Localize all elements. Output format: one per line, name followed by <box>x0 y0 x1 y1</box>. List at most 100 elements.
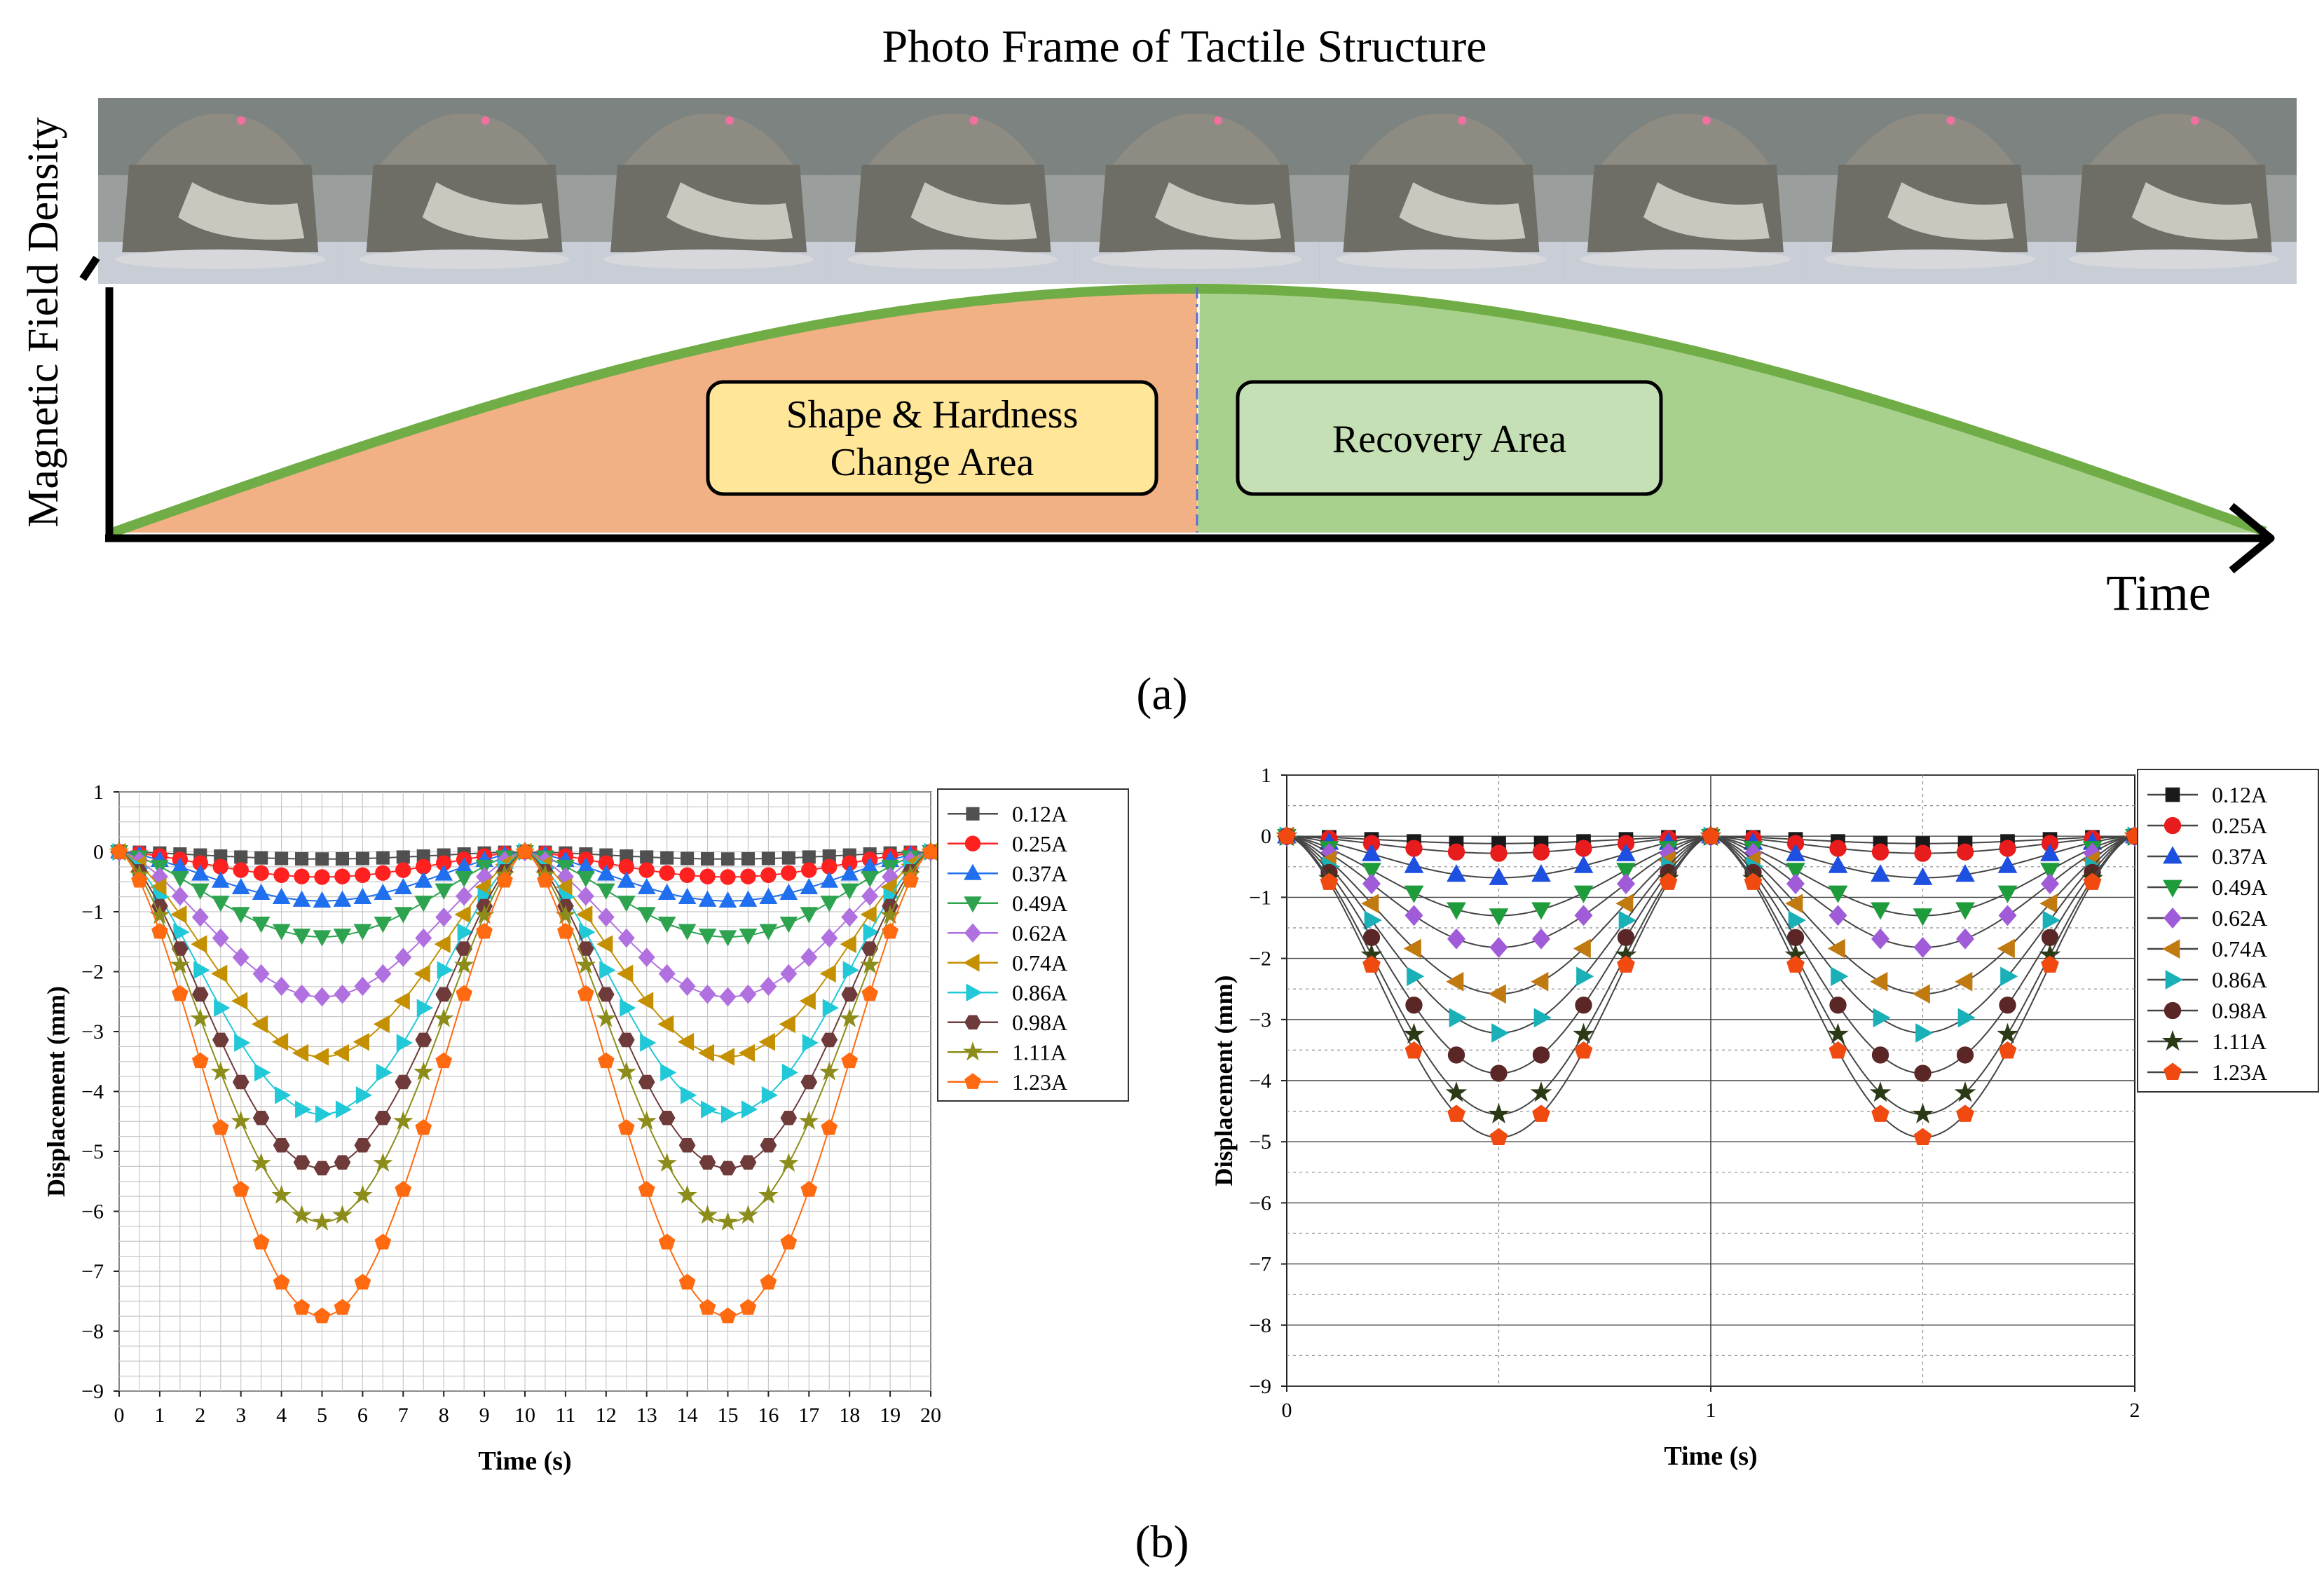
data-point <box>1574 905 1593 926</box>
data-point <box>1447 1104 1465 1122</box>
data-point <box>1489 936 1508 958</box>
data-point <box>799 992 816 1011</box>
x-tick-label: 18 <box>839 1404 860 1427</box>
data-point <box>640 850 654 864</box>
data-point <box>1532 843 1550 861</box>
x-tick-label: 15 <box>718 1404 739 1427</box>
data-point <box>333 890 352 907</box>
data-point <box>577 941 594 956</box>
data-point <box>740 868 756 884</box>
data-point <box>1488 1102 1510 1123</box>
data-point <box>1912 984 1930 1004</box>
data-point <box>210 1061 231 1081</box>
data-point <box>678 1137 696 1153</box>
data-point <box>193 961 210 980</box>
data-point <box>839 1008 860 1027</box>
data-point <box>1488 984 1506 1004</box>
data-point <box>1574 1041 1593 1059</box>
data-point <box>332 1205 353 1224</box>
data-point <box>780 964 798 984</box>
data-point <box>1998 905 2017 926</box>
data-point <box>800 1181 818 1197</box>
x-tick-label: 1 <box>154 1404 165 1427</box>
legend: 0.12A0.25A0.37A0.49A0.62A0.74A0.86A0.98A… <box>937 788 1129 1102</box>
data-point <box>677 1184 697 1204</box>
data-point <box>251 1152 271 1172</box>
data-point <box>1786 843 1805 861</box>
data-point <box>374 917 392 933</box>
legend-marker <box>2164 1001 2182 1020</box>
data-point <box>231 907 250 924</box>
data-point <box>780 1110 798 1125</box>
data-point <box>841 1052 859 1069</box>
data-point <box>860 905 877 924</box>
legend-marker <box>964 923 981 943</box>
data-point <box>1957 1008 1976 1028</box>
data-point <box>252 917 271 933</box>
data-point <box>820 896 839 912</box>
series-0.98A <box>111 844 939 1176</box>
data-point <box>1617 955 1635 973</box>
data-point <box>234 850 248 864</box>
data-point <box>1955 971 1973 992</box>
data-point <box>496 871 513 888</box>
x-tick-label: 3 <box>235 1404 246 1427</box>
y-tick-label: 0 <box>1261 825 1271 848</box>
data-point <box>214 999 231 1017</box>
data-point <box>1912 1102 1934 1123</box>
data-point <box>658 964 676 984</box>
data-point <box>454 905 471 924</box>
legend-marker <box>962 1041 983 1061</box>
x-axis-label: Time <box>2106 565 2210 621</box>
data-point <box>620 999 636 1017</box>
data-point <box>191 883 210 900</box>
y-tick-label: −6 <box>1249 1191 1271 1214</box>
data-point <box>456 886 473 906</box>
legend-marker <box>2164 816 2182 835</box>
data-point <box>1913 908 1933 926</box>
x-tick-label: 19 <box>880 1404 901 1427</box>
x-tick-label: 10 <box>514 1404 535 1427</box>
data-point <box>435 864 453 881</box>
y-tick-label: −7 <box>81 1260 104 1283</box>
data-point <box>517 843 533 859</box>
photo-frame <box>831 98 1076 284</box>
data-point <box>698 890 717 907</box>
data-point <box>597 883 615 900</box>
data-point <box>335 852 349 866</box>
data-point <box>355 851 369 865</box>
data-point <box>1407 966 1425 987</box>
x-tick-label: 7 <box>398 1404 409 1427</box>
data-point <box>1531 902 1551 920</box>
legend-label: 0.86A <box>2212 967 2267 992</box>
legend-label: 0.74A <box>2212 936 2267 961</box>
data-point <box>718 1211 738 1231</box>
y-tick-label: 0 <box>93 841 104 864</box>
legend-marker <box>966 983 983 1002</box>
data-point <box>1829 1041 1847 1059</box>
data-point <box>1788 910 1806 931</box>
data-point <box>435 883 453 900</box>
data-point <box>1871 1104 1889 1122</box>
data-point <box>313 1161 331 1176</box>
data-point <box>1616 863 1636 881</box>
data-point <box>1869 1081 1892 1102</box>
y-tick-label: −3 <box>81 1020 104 1043</box>
data-point <box>1404 1041 1423 1059</box>
data-point <box>335 1100 353 1118</box>
data-point <box>802 850 816 864</box>
data-point <box>761 851 775 865</box>
data-point <box>395 862 411 878</box>
data-point <box>1616 843 1636 861</box>
data-point <box>1447 902 1466 920</box>
data-point <box>799 1110 819 1130</box>
data-point <box>1403 1022 1425 1043</box>
data-point <box>414 896 433 912</box>
data-point <box>720 1105 738 1123</box>
data-point <box>416 999 433 1017</box>
y-tick-label: −8 <box>81 1320 104 1343</box>
data-point <box>292 890 311 907</box>
data-point <box>376 1063 393 1082</box>
data-point <box>738 1205 758 1224</box>
